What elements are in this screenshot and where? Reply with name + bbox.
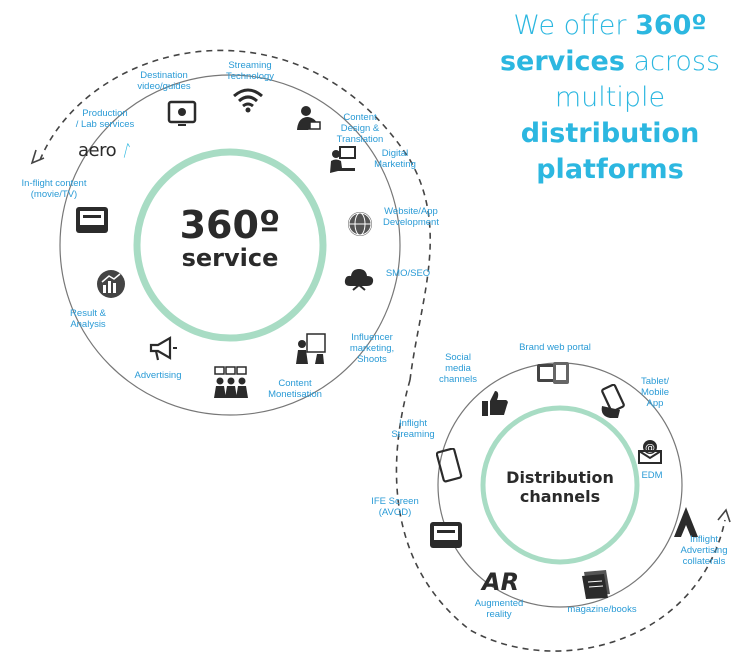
lower-dashed-outline [395, 379, 726, 652]
mobile-app-icon [601, 384, 625, 418]
inflight-screen-icon [76, 207, 108, 233]
service-title-line2: service [181, 244, 279, 272]
label-influencer: Influencer marketing, Shoots [349, 332, 395, 365]
distribution-title-line2: channels [519, 487, 601, 506]
megaphone-icon [149, 336, 177, 361]
analysis-chart-icon [97, 270, 125, 298]
label-result-analysis: Result & Analysis [70, 308, 106, 330]
magazine-icon [582, 570, 610, 599]
content-designer-icon [297, 106, 321, 130]
label-content-design: Content Design & Translation [336, 112, 384, 145]
label-streaming-technology: Streaming Technology [225, 60, 275, 82]
brand-web-portal-icon [537, 362, 569, 384]
label-magazine-books: magazine/books [567, 604, 637, 615]
aero-logo-text: aero [78, 140, 117, 161]
distribution-inner-ring [480, 405, 640, 565]
outer-dashed-outline [39, 49, 432, 381]
label-destination-video: Destination video/guides [137, 70, 191, 92]
service-outer-ring [59, 74, 401, 416]
aero-logo-mark: ᛚ [120, 141, 131, 160]
label-digital-marketing: Digital Marketing [374, 148, 416, 170]
label-smo-seo: SMO/SEO [385, 268, 431, 279]
headline: We offer 360º services across multiple d… [490, 8, 730, 188]
ar-icon: AR [482, 568, 520, 596]
label-augmented-reality: Augmented reality [474, 598, 524, 620]
email-icon: @ [638, 440, 662, 464]
airline-logo-icon [674, 507, 698, 537]
cloud-icon [344, 269, 374, 291]
label-inflight-streaming: Inflight Streaming [391, 418, 435, 440]
label-inflight-advertising: Inflight Advertising collaterals [680, 534, 728, 567]
influencer-shoot-icon [296, 333, 326, 364]
headline-text-2: 360º [635, 10, 707, 41]
label-brand-web-portal: Brand web portal [519, 342, 591, 353]
ife-screen-icon [430, 522, 462, 548]
thumbs-up-icon [482, 391, 508, 416]
aero-logo: aero ᛚ [78, 140, 142, 162]
svg-text:@: @ [645, 443, 655, 454]
distribution-center-title: Distribution channels [490, 468, 630, 506]
tablet-icon [436, 448, 463, 483]
headline-text-5: distribution platforms [520, 118, 700, 185]
digital-marketing-icon [330, 146, 356, 173]
video-guide-icon [167, 100, 197, 126]
label-website-app: Website/App Development [383, 206, 439, 228]
headline-text-3: services [499, 46, 625, 77]
label-advertising: Advertising [134, 370, 182, 381]
service-title-line1: 360º [179, 203, 281, 247]
service-inner-ring [133, 148, 327, 342]
label-ife-screen: IFE Screen (AVOD) [371, 496, 419, 518]
headline-text-1: We offer [513, 10, 636, 41]
label-tablet-mobile: Tablet/ Mobile App [641, 376, 669, 409]
outer-dashed-arrowhead [30, 149, 45, 165]
label-inflight-content: In-flight content (movie/TV) [21, 178, 87, 200]
wifi-icon [233, 88, 263, 113]
lower-dashed-arrowhead [717, 508, 731, 523]
label-social-media: Social media channels [438, 352, 478, 385]
label-edm: EDM [641, 470, 663, 481]
distribution-title-line1: Distribution [506, 468, 614, 487]
label-production-lab: Production / Lab services [75, 108, 135, 130]
headline-text-4: across multiple [554, 46, 721, 113]
globe-icon [348, 212, 372, 236]
label-content-monetisation: Content Monetisation [268, 378, 322, 400]
service-center-title: 360º service [160, 205, 300, 271]
content-monetisation-icon [214, 366, 248, 398]
